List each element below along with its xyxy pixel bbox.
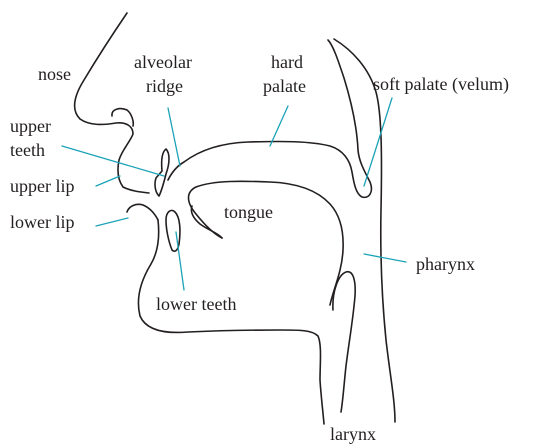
epiglottis-outline [333, 272, 355, 412]
label-alveolar: alveolar [134, 52, 192, 72]
label-tongue: tongue [224, 202, 273, 222]
label-palate: palate [263, 76, 306, 96]
nose-outline [75, 13, 149, 193]
label-upper-lip: upper lip [10, 176, 75, 196]
upper-lip-leader [96, 176, 120, 186]
alveolar-ridge-leader [168, 108, 180, 166]
tongue-tip-outline [191, 206, 222, 238]
lower-lip-outline [127, 204, 158, 220]
palate-outline [168, 40, 371, 197]
tongue-outline [189, 181, 344, 305]
upper-teeth-leader [62, 146, 164, 176]
label-hard: hard [271, 52, 303, 72]
label-teeth: teeth [10, 140, 45, 160]
label-lower-lip: lower lip [10, 212, 75, 232]
upper-tooth-outline [155, 149, 169, 196]
label-pharynx: pharynx [416, 254, 475, 274]
label-soft-palate: soft palate (velum) [373, 74, 509, 95]
label-ridge: ridge [146, 76, 183, 96]
pharynx-leader [364, 254, 406, 262]
pharynx-wall-outline [334, 39, 395, 422]
lower-lip-leader [96, 218, 128, 226]
label-larynx: larynx [330, 424, 376, 444]
label-nose: nose [38, 64, 71, 84]
hard-palate-leader [270, 106, 288, 146]
label-lower-teeth: lower teeth [156, 294, 236, 314]
soft-palate-leader [364, 98, 392, 186]
label-upper: upper [10, 116, 51, 136]
jaw-outline [138, 220, 324, 424]
